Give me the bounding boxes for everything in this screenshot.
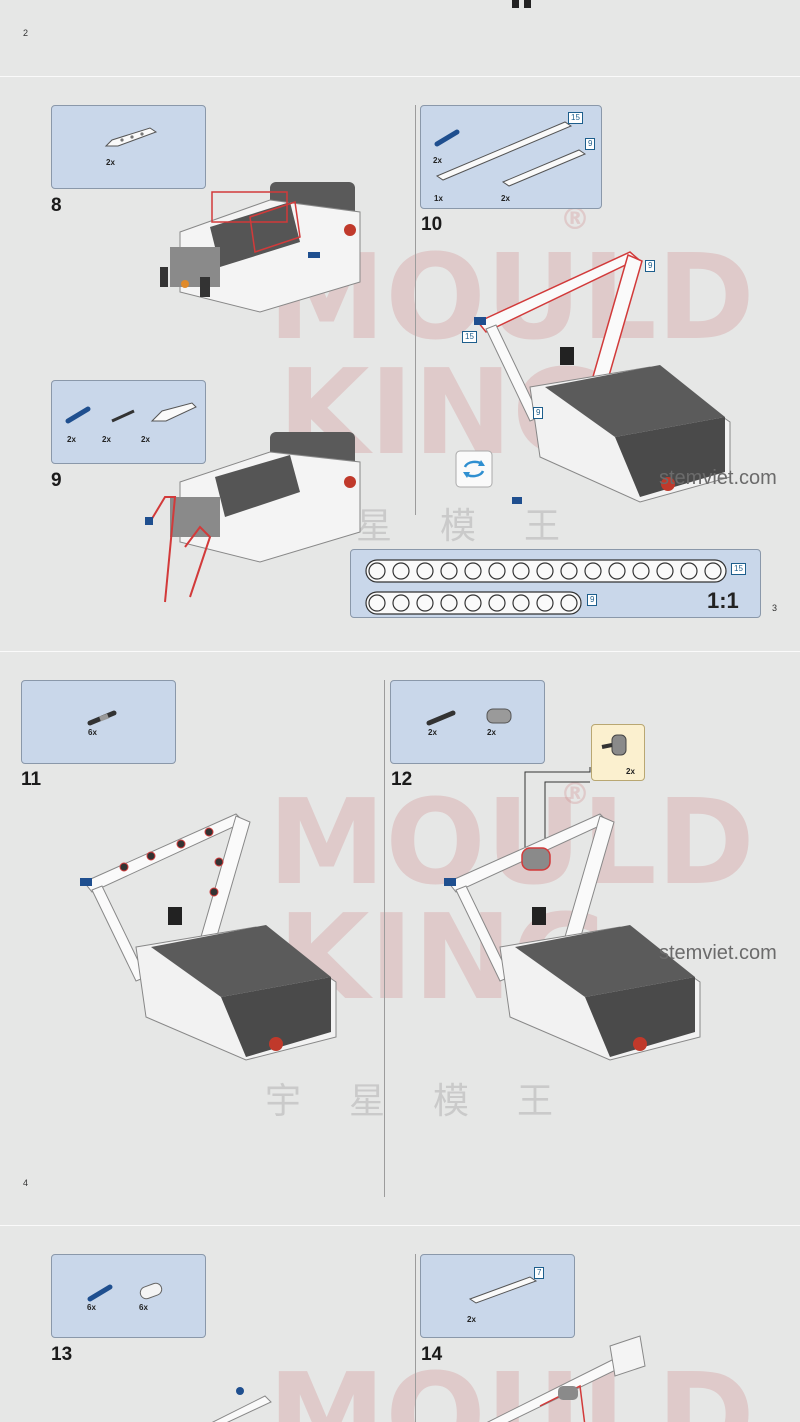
subassembly-qty: 2x (626, 767, 635, 776)
step-13-parts-icons (87, 1282, 163, 1302)
part-qty: 2x (428, 728, 437, 737)
step-10-parts-icons (434, 121, 587, 187)
subassembly-icon (601, 734, 627, 756)
step-9-assembly-illustration (145, 432, 361, 603)
part-qty: 2x (106, 158, 115, 167)
part-qty: 2x (487, 728, 496, 737)
page-3: MOULD KING ® 宇星模王 2x 8 2x 2x 2x 9 (0, 77, 800, 651)
page-4: MOULD KING ® 宇星模王 6x 11 2x 2x (0, 652, 800, 1225)
rotate-model-icon (455, 450, 493, 488)
l-beam-part-icon (104, 127, 158, 147)
part-qty: 2x (501, 194, 510, 203)
step-number-10: 10 (421, 214, 443, 235)
step-number-13: 13 (51, 1344, 73, 1365)
callout-beam-length: 15 (462, 331, 477, 343)
step-12-parts-icons (426, 708, 512, 726)
pin-part-icon (87, 710, 117, 726)
ruler-length-15: 15 (731, 563, 746, 575)
part-qty: 6x (139, 1303, 148, 1312)
step-11-parts-callout: 6x (21, 680, 176, 764)
beam-ruler-graphic (365, 559, 727, 615)
step-number-14: 14 (421, 1344, 443, 1365)
callout-leader-lines (524, 767, 591, 852)
step-14-assembly-fragment (486, 1335, 646, 1422)
part-qty: 2x (467, 1315, 476, 1324)
step-10-assembly-illustration (474, 251, 731, 504)
step-number-12: 12 (391, 769, 413, 790)
step-8-assembly-illustration (160, 182, 361, 313)
callout-beam-length: 9 (645, 260, 656, 272)
page-number: 3 (772, 603, 778, 613)
beam-scale-ruler: 15 9 1:1 (350, 549, 761, 618)
step-number-8: 8 (51, 195, 62, 216)
page-number: 4 (23, 1178, 29, 1188)
column-divider (415, 105, 416, 515)
beam-part-icon (468, 1276, 538, 1304)
part-qty: 6x (87, 1303, 96, 1312)
callout-beam-length: 9 (533, 407, 544, 419)
step-number-9: 9 (51, 470, 62, 491)
part-qty: 2x (433, 156, 442, 165)
column-divider (384, 680, 385, 1197)
step-11-assembly-illustration (80, 813, 337, 1061)
page-2: 2 (0, 0, 800, 76)
step-12-assembly-illustration (444, 813, 701, 1061)
step-9-parts-callout: 2x 2x 2x (51, 380, 206, 464)
part-qty: 2x (67, 435, 76, 444)
step-13-assembly-fragment (211, 1387, 272, 1422)
step-8-parts-callout: 2x (51, 105, 206, 189)
site-watermark: stemviet.com (659, 467, 777, 489)
step-10-parts-callout: 2x 1x 2x 15 9 (420, 105, 602, 209)
part-qty: 2x (141, 435, 150, 444)
column-divider (415, 1254, 416, 1422)
site-watermark: stemviet.com (659, 942, 777, 964)
step-9-parts-icons (65, 402, 197, 424)
scale-ratio: 1:1 (707, 588, 739, 613)
part-qty: 6x (88, 728, 97, 737)
step-12-parts-callout: 2x 2x (390, 680, 545, 764)
beam-length-9: 9 (585, 138, 596, 150)
ruler-length-9: 9 (587, 594, 598, 606)
step-12-subassembly-callout: 2x (591, 724, 645, 781)
beam-length-15: 15 (568, 112, 583, 124)
page-5: MOULD 6x 6x 13 2x 7 14 (0, 1226, 800, 1422)
part-qty: 2x (102, 435, 111, 444)
step-14-parts-callout: 2x 7 (420, 1254, 575, 1338)
model-bottom-fragment (512, 0, 531, 8)
step-number-11: 11 (21, 769, 42, 790)
page-number: 2 (23, 28, 29, 38)
beam-length-7: 7 (534, 1267, 545, 1279)
step-13-parts-callout: 6x 6x (51, 1254, 206, 1338)
watermark-chinese: 宇星模王 (265, 1081, 602, 1122)
part-qty: 1x (434, 194, 443, 203)
